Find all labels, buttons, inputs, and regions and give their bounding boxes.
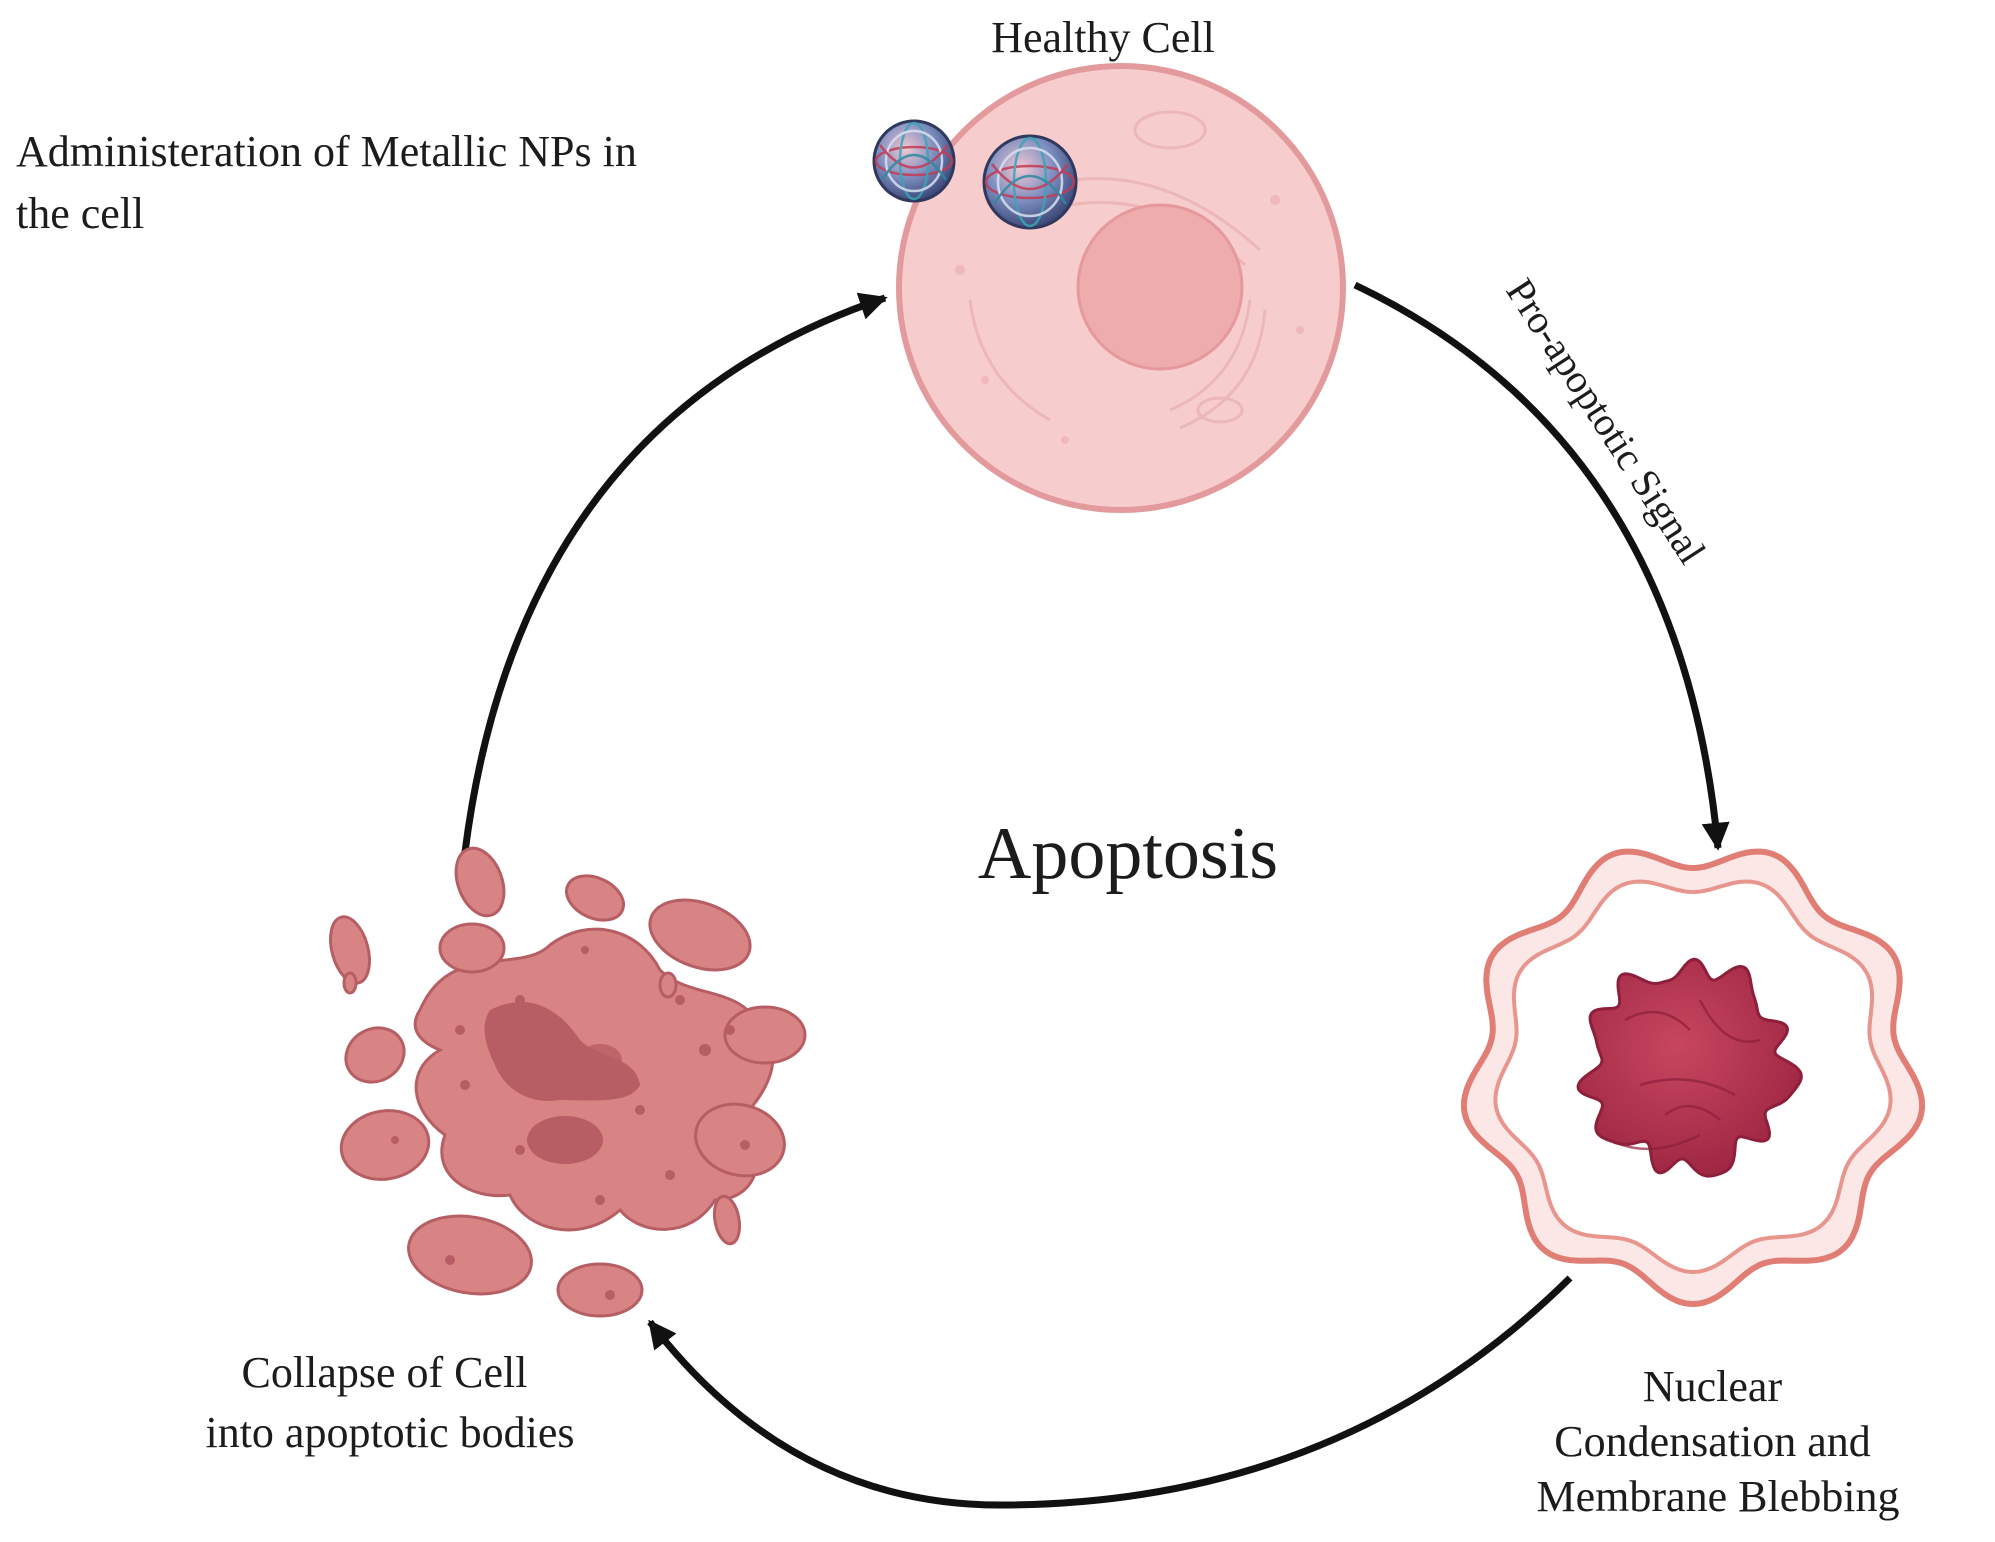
nanoparticle-label: Administeration of Metallic NPs in the c… bbox=[16, 127, 648, 238]
healthy-nucleus bbox=[1076, 203, 1244, 371]
arrow-condensation-to-collapse bbox=[647, 1275, 1573, 1509]
arrow-collapse-to-healthy bbox=[461, 292, 888, 853]
metallic-nanoparticles bbox=[872, 119, 1078, 230]
condensed-cell bbox=[1460, 848, 1926, 1308]
condensation-label: Nuclear Condensation and Membrane Blebbi… bbox=[1537, 1362, 1900, 1521]
condensed-nucleus bbox=[1576, 957, 1803, 1178]
center-title: Apoptosis bbox=[978, 813, 1278, 895]
healthy-cell-label: Healthy Cell bbox=[991, 13, 1215, 62]
pro-apoptotic-signal-label: Pro-apoptotic Signal bbox=[1497, 270, 1714, 571]
healthy-cell bbox=[896, 63, 1346, 513]
apoptotic-body-dark-region bbox=[484, 1001, 640, 1101]
arrow-healthy-to-condensation bbox=[1353, 281, 1730, 851]
collapse-label: Collapse of Cell into apoptotic bodies bbox=[205, 1348, 574, 1457]
nanoparticle-icon bbox=[872, 119, 956, 203]
nanoparticle-icon bbox=[982, 134, 1078, 230]
